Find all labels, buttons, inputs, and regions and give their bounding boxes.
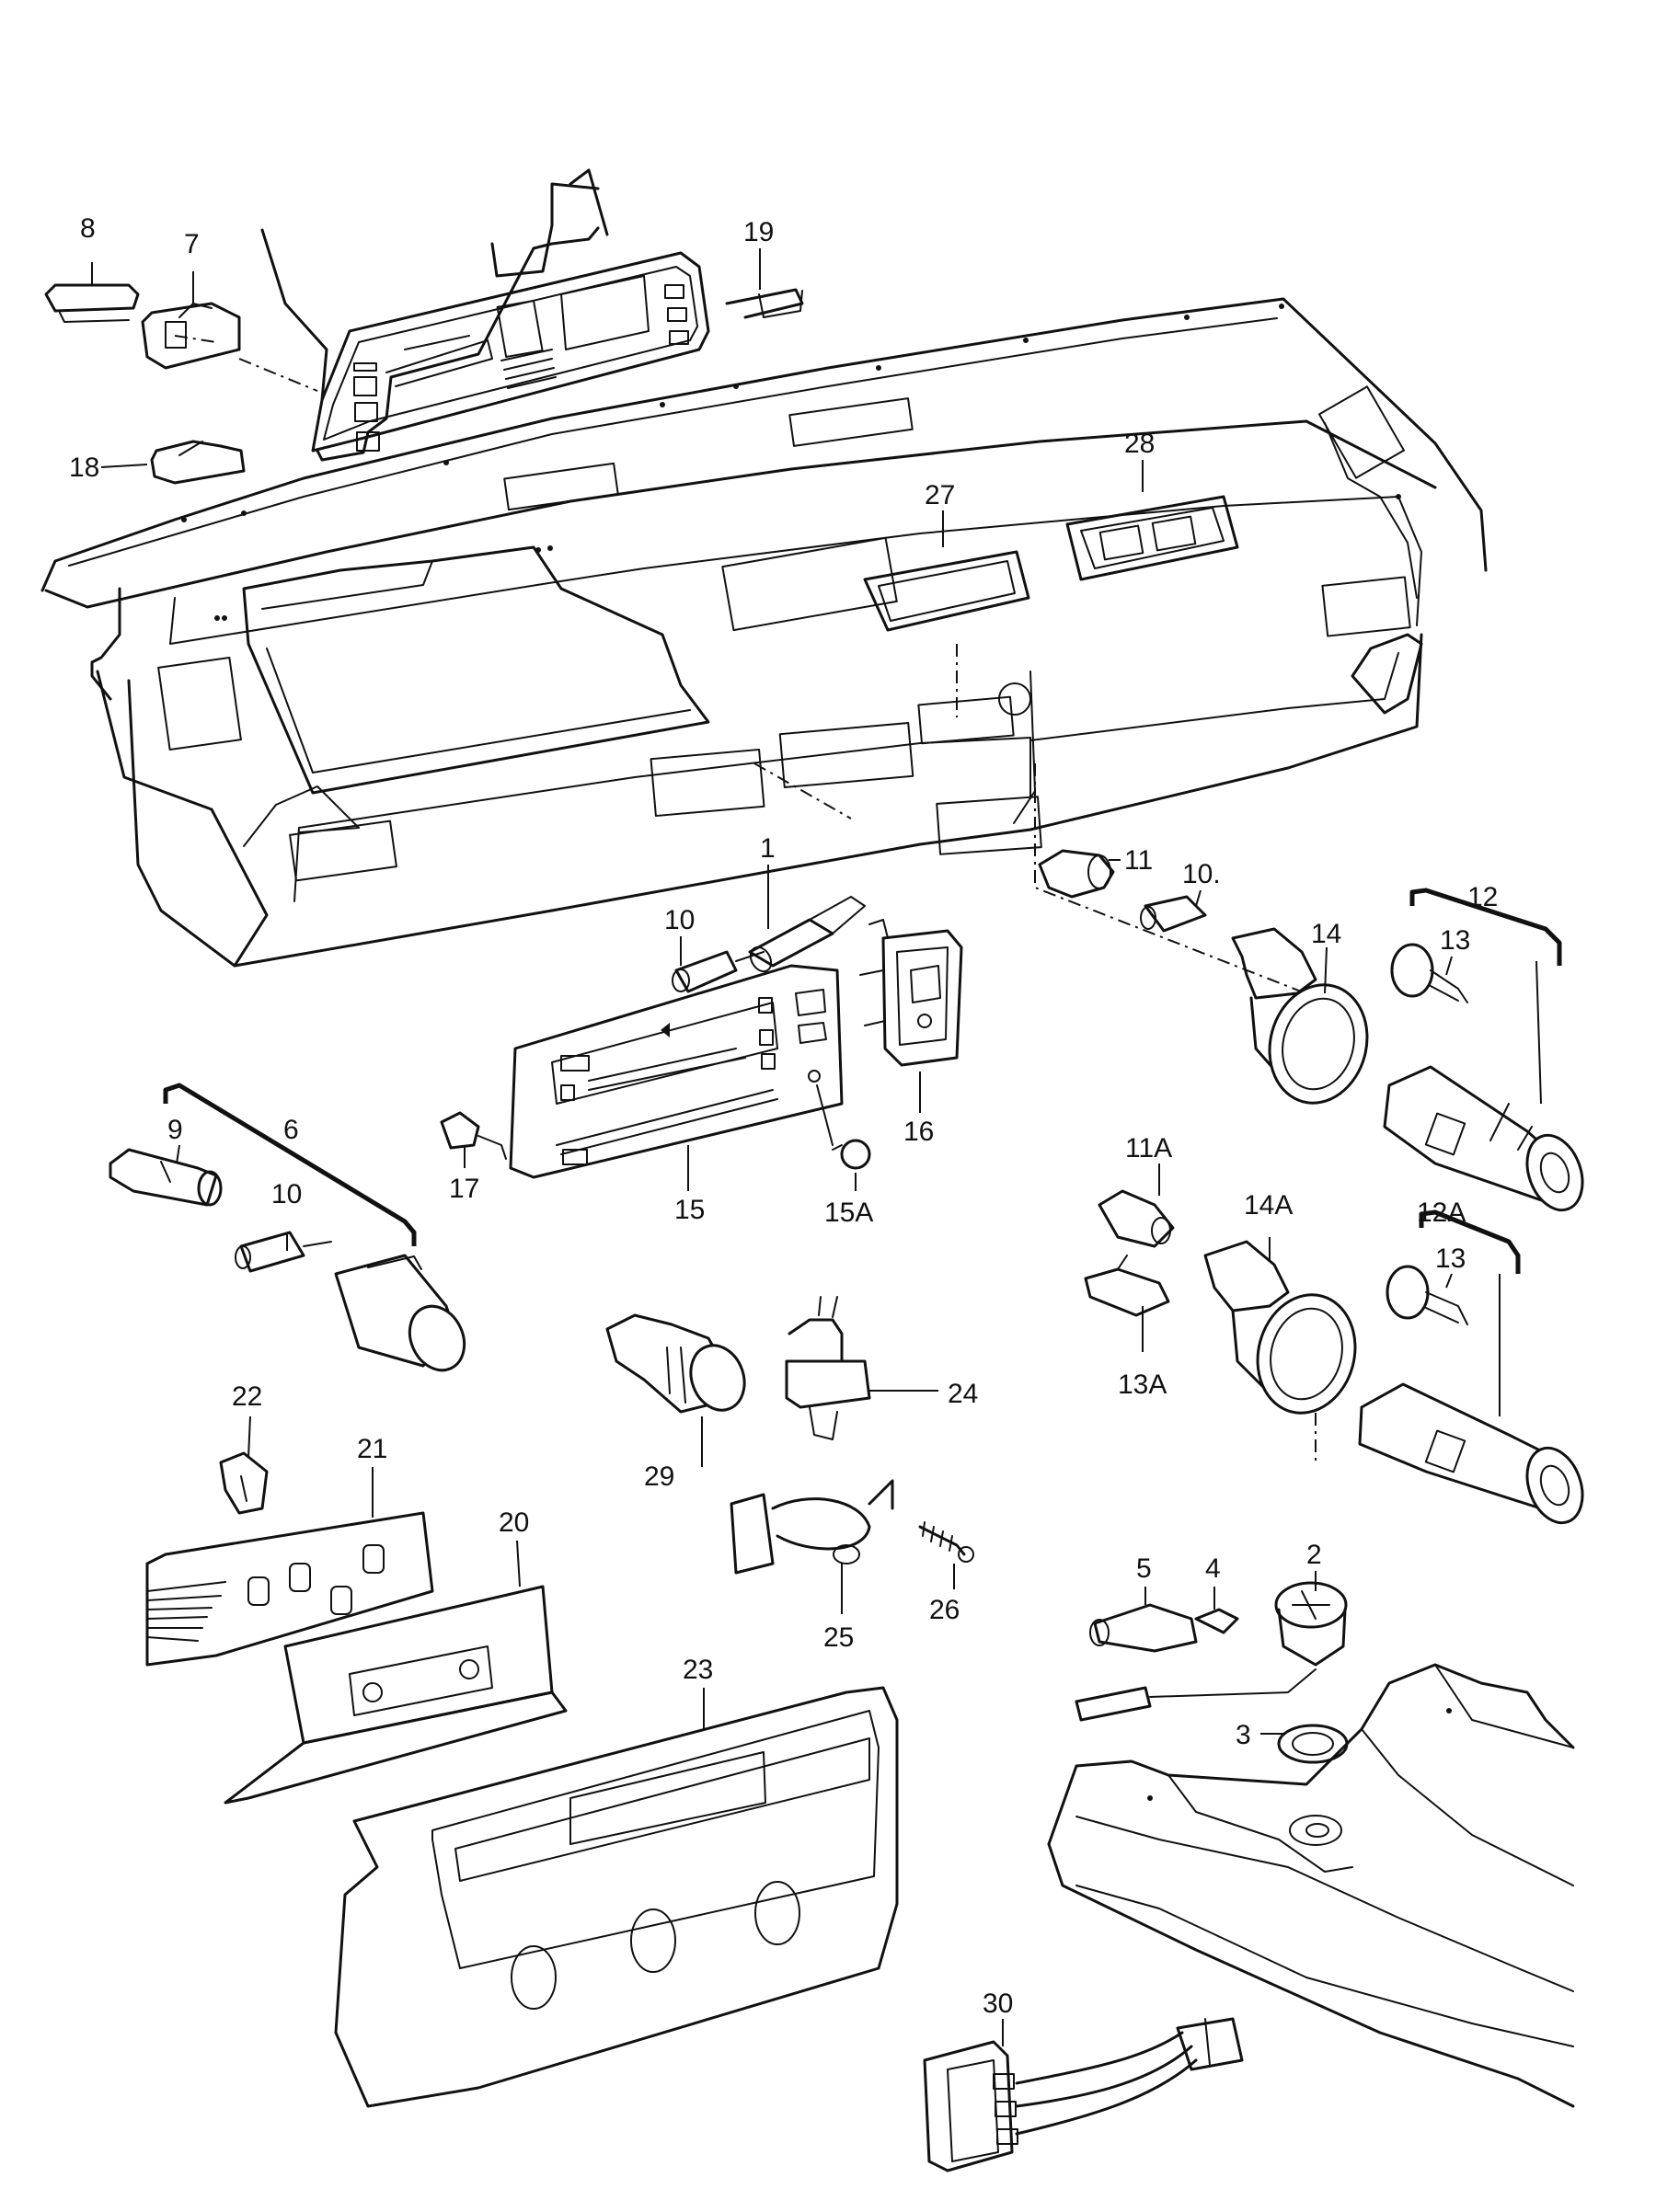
callout-12A: 12A <box>1417 1198 1466 1228</box>
part-10-bulb-center <box>672 950 765 993</box>
part-12-cigarette-lighter <box>1383 1065 1584 1212</box>
callout-15: 15 <box>674 1195 705 1225</box>
part-13A-connector <box>1084 1255 1170 1317</box>
part-18-clip <box>150 440 246 485</box>
callout-6: 6 <box>283 1115 299 1145</box>
part-15A-bulb <box>816 1084 871 1170</box>
part-8-switch-cap <box>44 283 140 323</box>
part-22-clip <box>219 1451 269 1515</box>
part-13-lighter-knob <box>1390 943 1468 1003</box>
callout-11: 11 <box>1124 845 1153 876</box>
part-24-sensor <box>785 1296 871 1440</box>
callout-27: 27 <box>925 480 955 510</box>
part-10-bulb-right <box>1140 895 1207 933</box>
callout-14: 14 <box>1311 919 1341 949</box>
part-21-circuit-board <box>145 1511 434 1667</box>
wire-2 <box>1075 1668 1317 1722</box>
callout-30: 30 <box>983 1989 1013 2019</box>
callout-23: 23 <box>683 1655 713 1685</box>
leader-lines <box>91 248 1453 2046</box>
callout-11A: 11A <box>1125 1133 1172 1163</box>
callout-16: 16 <box>903 1117 934 1147</box>
part-13-lighter-knob-b <box>1386 1265 1468 1325</box>
part-29-switch <box>605 1313 746 1414</box>
callout-10-left: 10 <box>271 1179 302 1209</box>
part-23-center-console <box>334 1686 899 2108</box>
part-30-wiring-harness <box>923 2017 1244 2172</box>
callout-24: 24 <box>948 1379 978 1409</box>
part-10-bulb-left <box>235 1231 332 1273</box>
dashboard-panel <box>40 168 1488 968</box>
callout-9: 9 <box>167 1115 183 1145</box>
callout-8: 8 <box>80 213 96 244</box>
callout-28: 28 <box>1124 429 1155 459</box>
callout-20: 20 <box>499 1507 529 1538</box>
callout-10-center: 10 <box>664 905 695 935</box>
part-14A-socket <box>1203 1240 1357 1415</box>
callout-13A: 13A <box>1118 1370 1167 1400</box>
callout-19: 19 <box>743 217 774 247</box>
part-12A-cigarette-lighter <box>1358 1382 1584 1525</box>
callout-5: 5 <box>1136 1553 1152 1584</box>
callout-29: 29 <box>644 1461 674 1492</box>
part-5-connector <box>1089 1603 1198 1653</box>
part-6-switch-knob <box>334 1254 466 1372</box>
part-17-bulb-holder <box>440 1111 507 1160</box>
part-15-heater-control <box>509 964 844 1179</box>
part-9-holder <box>109 1148 223 1207</box>
callout-labels: 8 7 19 18 28 27 11 10. 12 13 14 1 10 16 … <box>69 213 1498 2019</box>
callout-14A: 14A <box>1244 1190 1293 1221</box>
callout-12: 12 <box>1467 882 1498 912</box>
part-14-socket <box>1231 927 1369 1105</box>
callout-15A: 15A <box>824 1198 873 1228</box>
callout-26: 26 <box>929 1595 960 1625</box>
part-26-screw <box>918 1521 974 1563</box>
part-7-switch <box>141 302 241 370</box>
part-3-gasket <box>1277 1724 1349 1764</box>
part-25-bracket <box>730 1479 894 1575</box>
part-11A-holder <box>1098 1189 1175 1248</box>
callout-21: 21 <box>357 1434 387 1464</box>
part-20-bracket <box>224 1585 568 1805</box>
callout-2: 2 <box>1306 1540 1322 1570</box>
callout-25: 25 <box>823 1622 854 1653</box>
callout-10-right: 10. <box>1182 859 1221 889</box>
callout-18: 18 <box>69 453 99 483</box>
part-16-switch <box>859 919 963 1067</box>
floor-pan <box>1047 1663 1575 2108</box>
callout-13-upper: 13 <box>1440 925 1470 956</box>
part-11-holder <box>1038 849 1115 899</box>
callout-17: 17 <box>449 1174 479 1204</box>
part-1-fuse <box>748 896 866 973</box>
callout-7: 7 <box>184 229 200 259</box>
callout-1: 1 <box>760 833 776 864</box>
part-2-sender <box>1274 1581 1348 1667</box>
callout-3: 3 <box>1236 1720 1251 1750</box>
callout-4: 4 <box>1205 1553 1221 1584</box>
part-19-clip <box>725 288 804 319</box>
callout-22: 22 <box>232 1381 262 1412</box>
callout-13-lower: 13 <box>1435 1244 1466 1274</box>
part-4-clip <box>1194 1608 1239 1634</box>
